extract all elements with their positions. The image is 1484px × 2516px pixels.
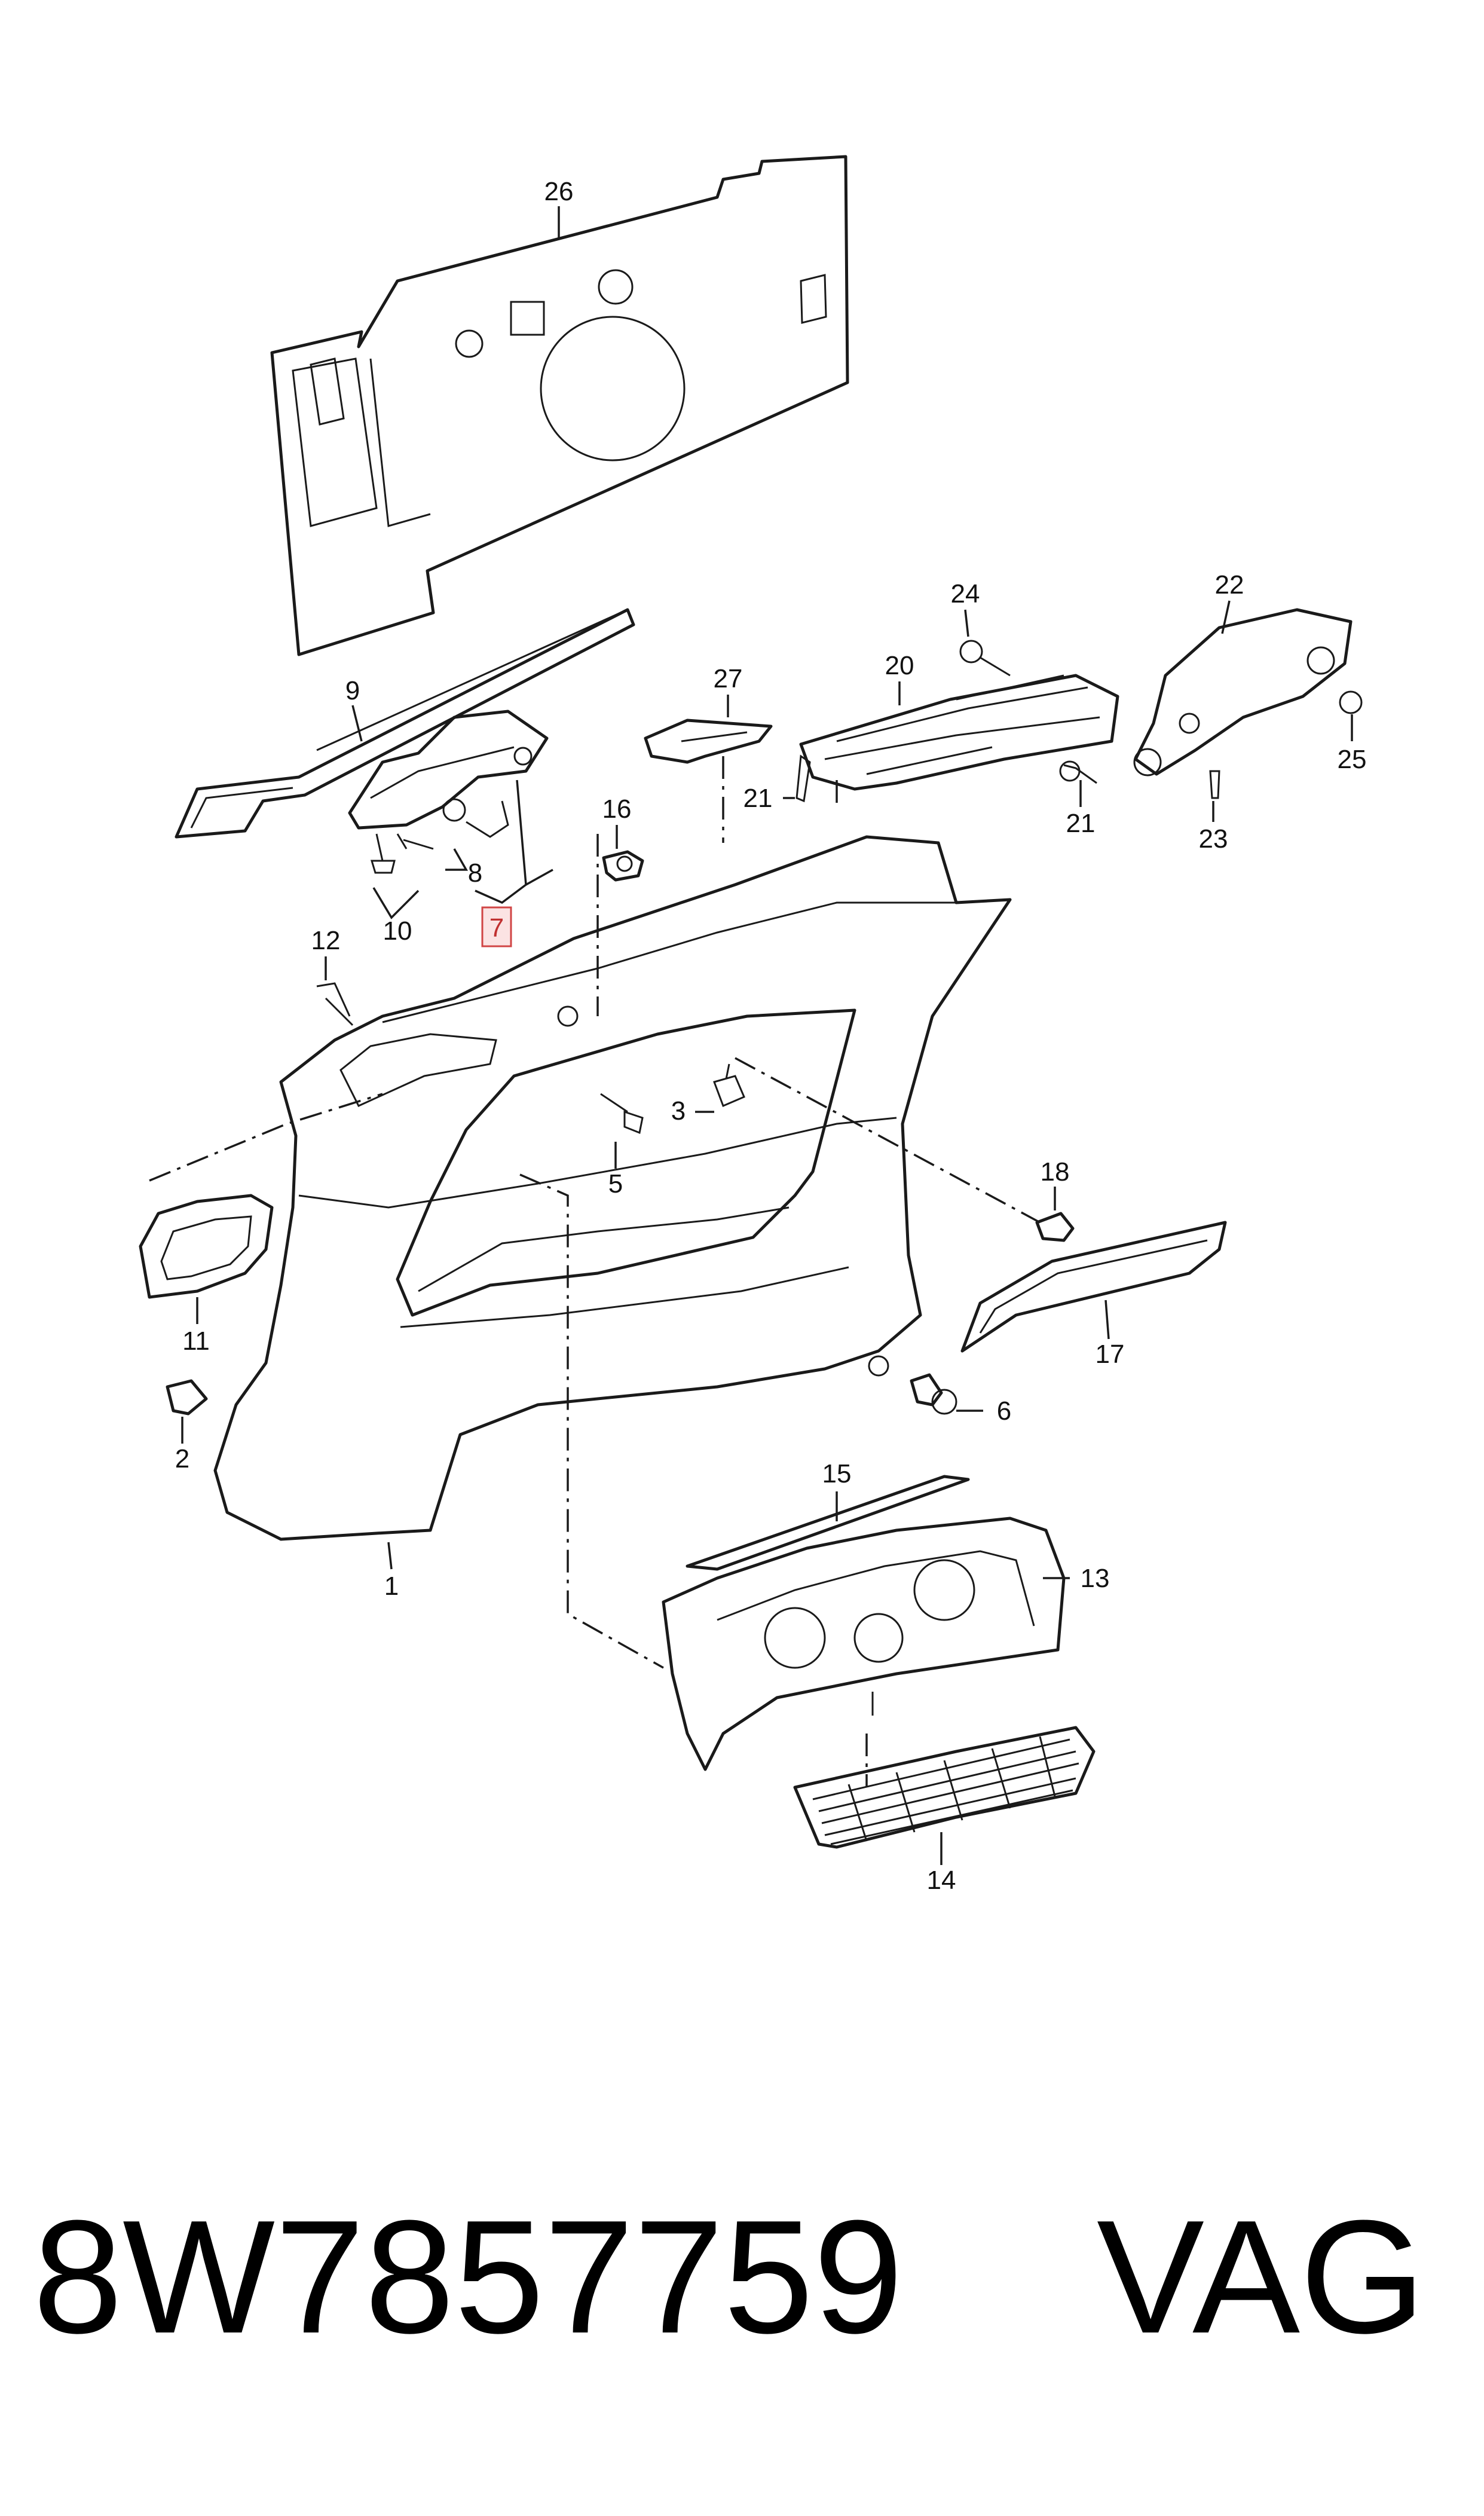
leader-8 xyxy=(445,848,469,871)
callout-21b: 21 xyxy=(1066,809,1096,838)
trim-strip-9 xyxy=(175,608,635,839)
assembly-lines xyxy=(149,756,1041,1787)
nut-3 xyxy=(713,1063,745,1107)
screw-25 xyxy=(1339,690,1363,714)
callout-3: 3 xyxy=(671,1096,686,1126)
part-caption: 8W7857759 VAG xyxy=(33,2188,1455,2367)
callout-1: 1 xyxy=(384,1572,399,1601)
callout-13: 13 xyxy=(1081,1564,1110,1593)
callout-7: 7 xyxy=(489,913,504,943)
callout-9: 9 xyxy=(345,676,360,705)
callout-22: 22 xyxy=(1215,570,1244,600)
callout-8: 8 xyxy=(468,858,482,888)
clip-16 xyxy=(602,850,644,882)
callout-6: 6 xyxy=(997,1396,1011,1426)
screw-5 xyxy=(600,1093,644,1135)
screw-21 xyxy=(795,754,1097,803)
part-number: 8W7857759 xyxy=(33,2187,904,2367)
screw-24 xyxy=(959,640,1011,677)
leader-1 xyxy=(387,1542,393,1570)
bracket-20 xyxy=(799,674,1119,791)
callout-11: 11 xyxy=(182,1326,210,1356)
callout-27: 27 xyxy=(714,664,743,693)
callout-26: 26 xyxy=(544,177,574,206)
leader-10 xyxy=(372,887,420,919)
trim-strip-17 xyxy=(960,1221,1227,1353)
clip-2 xyxy=(166,1379,208,1416)
callout-10: 10 xyxy=(383,916,412,946)
callout-23: 23 xyxy=(1199,824,1228,854)
callout-12: 12 xyxy=(311,926,341,955)
callout-5: 5 xyxy=(608,1169,623,1199)
screw-10 xyxy=(370,833,434,874)
leader-22 xyxy=(1221,600,1231,634)
side-trim-panel-1 xyxy=(213,835,1012,1541)
screw-23 xyxy=(1209,770,1220,799)
handle-bezel-11 xyxy=(139,1194,274,1299)
leader-24 xyxy=(964,609,969,637)
insulation-panel-26 xyxy=(270,155,849,656)
clip-6 xyxy=(910,1373,957,1415)
callout-17: 17 xyxy=(1096,1340,1125,1369)
grille-14 xyxy=(793,1726,1096,1849)
leader-7 xyxy=(475,779,553,904)
strip-15 xyxy=(686,1475,970,1571)
leader-9 xyxy=(351,705,363,742)
clip-18 xyxy=(1035,1212,1075,1242)
highlighted-callout-7: 7 xyxy=(481,906,512,947)
callout-24: 24 xyxy=(951,579,980,609)
leader-17 xyxy=(1104,1300,1110,1340)
screw-12 xyxy=(316,982,354,1026)
bracket-27 xyxy=(644,719,773,764)
callout-15: 15 xyxy=(822,1459,852,1488)
bracket-assembly-7 xyxy=(348,710,549,838)
callout-18: 18 xyxy=(1041,1157,1070,1187)
storage-panel-13 xyxy=(662,1517,1066,1771)
hinge-bracket-22 xyxy=(1133,608,1353,776)
callout-25: 25 xyxy=(1338,745,1367,774)
callout-21a: 21 xyxy=(743,784,773,813)
callout-14: 14 xyxy=(927,1866,956,1895)
brand-name: VAG xyxy=(1097,2187,1426,2367)
callout-2: 2 xyxy=(175,1444,189,1473)
callout-20: 20 xyxy=(885,651,914,680)
callout-16: 16 xyxy=(602,794,632,824)
